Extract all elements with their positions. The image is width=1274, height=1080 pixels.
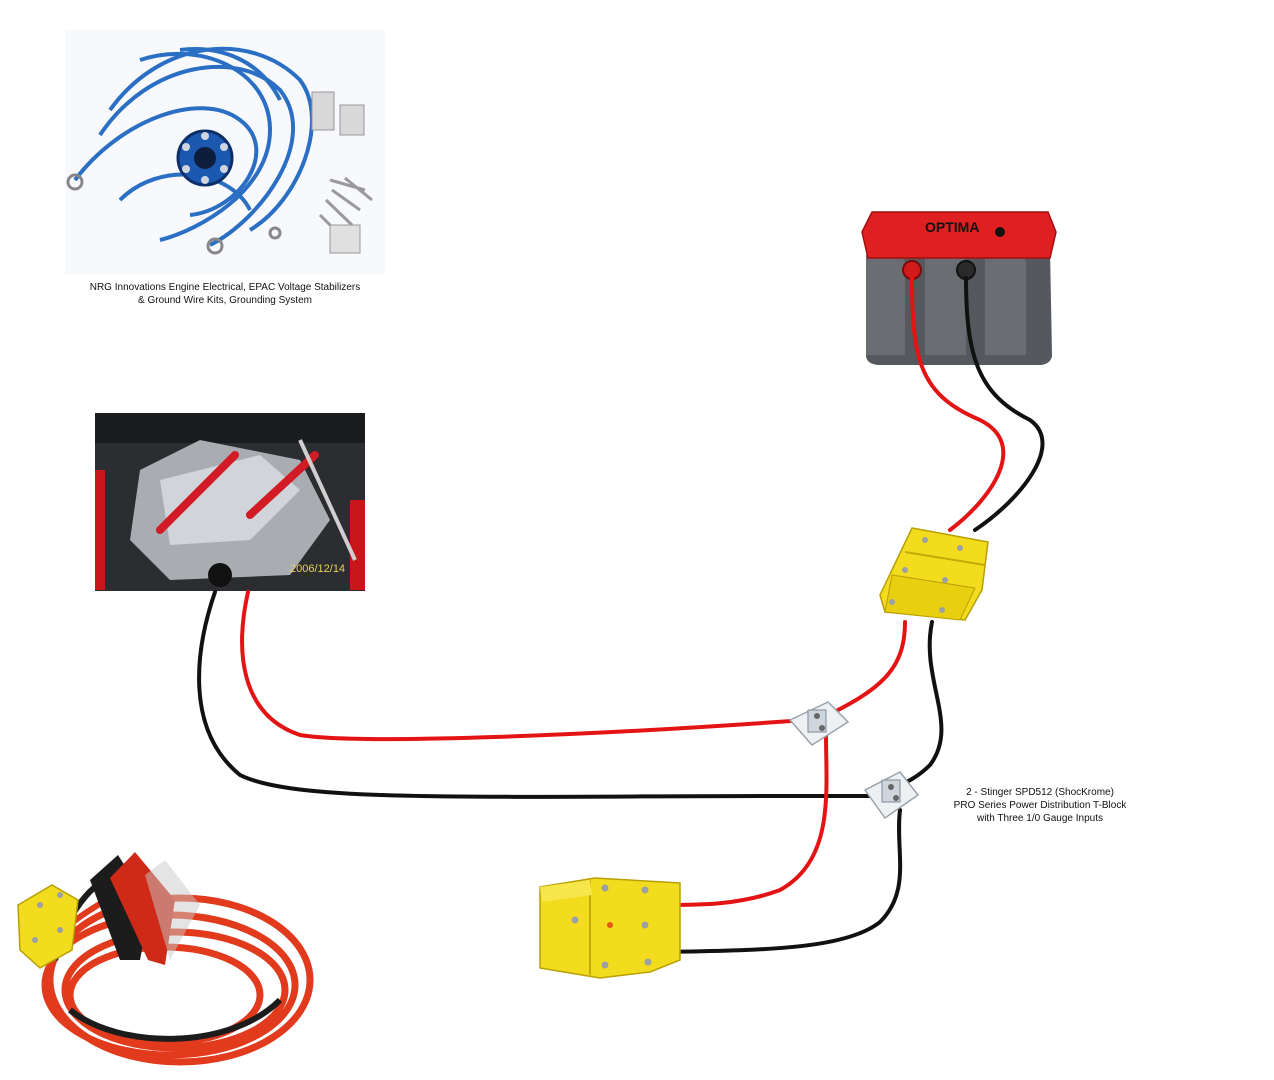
engine-negative-wire <box>197 590 872 799</box>
nrg-caption-line-1: NRG Innovations Engine Electrical, EPAC … <box>89 282 361 293</box>
stinger-caption-line-2: PRO Series Power Distribution T-Block <box>953 800 1127 811</box>
tblock1-to-lower-connector-wire <box>663 733 829 907</box>
photo-date-stamp: 2006/12/14 <box>290 563 345 575</box>
stinger-tblock-caption: 2 - Stinger SPD512 (ShocKrome) PRO Serie… <box>930 786 1150 825</box>
distribution-tblock-1 <box>788 701 850 746</box>
battery-negative-wire <box>964 276 1045 532</box>
tblock2-to-lower-connector-wire <box>663 808 903 954</box>
lower-yellow-connector <box>539 877 681 979</box>
wires <box>197 276 1045 954</box>
connector-to-tblock2-wire <box>888 620 944 792</box>
distribution-tblock-2 <box>863 771 920 820</box>
nrg-kit-caption: NRG Innovations Engine Electrical, EPAC … <box>60 281 390 307</box>
engine-positive-wire <box>240 590 807 742</box>
jumper-cables-image <box>17 852 314 1066</box>
nrg-ground-kit-image <box>65 30 385 275</box>
upper-yellow-connector <box>879 527 989 621</box>
battery: OPTIMA <box>861 211 1057 365</box>
connector-to-tblock1-wire <box>820 620 907 720</box>
battery-brand-label: OPTIMA <box>925 219 979 235</box>
stinger-caption-line-3: with Three 1/0 Gauge Inputs <box>976 813 1103 824</box>
stinger-caption-line-1: 2 - Stinger SPD512 (ShocKrome) <box>966 787 1114 798</box>
engine-bay-image: 2006/12/14 <box>95 413 365 591</box>
nrg-caption-line-2: & Ground Wire Kits, Grounding System <box>138 295 312 306</box>
battery-positive-wire <box>910 276 1006 532</box>
